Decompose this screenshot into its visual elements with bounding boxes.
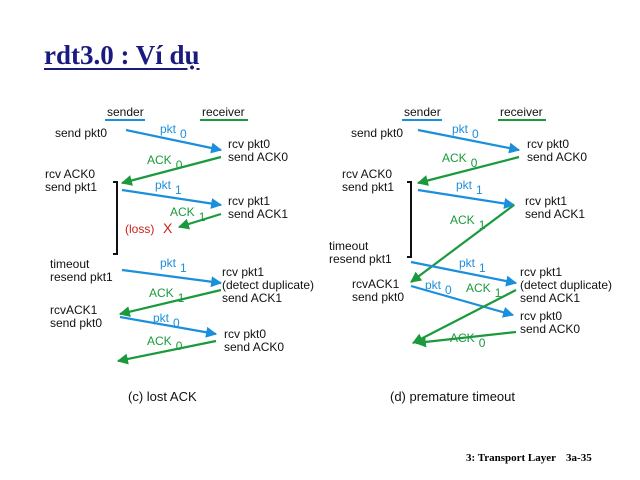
right-arrow-pkt0-second [410,284,515,318]
left-arrow-resend-pkt1 [121,268,223,288]
loss-x-icon: X [163,220,173,236]
panel-premature-timeout: sender receiver send pkt0 rcv ACK0 send … [329,105,612,404]
left-receiver-event: send ACK0 [228,150,288,164]
slide-footer: 3: Transport Layer 3a-35 [466,452,592,464]
left-arrow-ack0 [120,155,222,186]
slide-title: rdt3.0 : Ví dụ [44,40,200,70]
right-sender-event: send pkt0 [352,290,404,304]
left-receiver-event: rcv pkt0 [224,327,266,341]
right-arrow-duplicate-ack1 [412,289,517,344]
right-sender-event: send pkt0 [351,126,403,140]
left-receiver-event: send ACK1 [222,291,282,305]
right-sender-event: timeout [329,239,369,253]
left-receiver-event: send ACK1 [228,207,288,221]
right-receiver-event: rcv pkt0 [527,137,569,151]
left-arrow-ack0-second [116,339,217,365]
right-receiver-event: send ACK0 [527,150,587,164]
right-receiver-event: send ACK1 [520,291,580,305]
right-arrow-resend-pkt1 [410,260,518,287]
left-sender-event: send pkt1 [45,180,97,194]
panel-lost-ack: sender receiver send pkt0 rcv ACK0 send … [45,105,314,404]
right-sender-event: rcv ACK0 [342,167,392,181]
left-receiver-event: rcv pkt0 [228,137,270,151]
right-receiver-event: send ACK1 [525,207,585,221]
right-arrow-pkt0 [417,128,521,154]
left-sender-event: timeout [50,257,90,271]
left-receiver-event: send ACK0 [224,340,284,354]
footer-page-number: 3a-35 [566,452,592,464]
left-sender-event: resend pkt1 [50,270,113,284]
right-receiver-event: send ACK0 [520,322,580,336]
right-arrow-pkt1 [417,188,516,209]
right-sender-header: sender [404,105,441,119]
left-arrow-pkt1 [121,188,223,209]
right-sender-event: send pkt1 [342,180,394,194]
right-caption: (d) premature timeout [390,389,515,404]
left-sender-event: send pkt0 [55,126,107,140]
right-receiver-event: rcv pkt1 [525,194,567,208]
left-caption: (c) lost ACK [128,389,197,404]
left-arrow-pkt0-second [119,315,218,338]
left-receiver-header: receiver [202,105,245,119]
left-sender-header: sender [107,105,144,119]
right-sender-event: resend pkt1 [329,252,392,266]
left-receiver-event: rcv pkt1 [228,194,270,208]
right-sender-event: rcvACK1 [352,277,400,291]
right-receiver-event: rcv pkt0 [520,309,562,323]
left-arrow-ack1-lost [177,212,222,230]
right-arrow-ack0-second [414,330,517,348]
right-receiver-event: (detect duplicate) [520,278,612,292]
left-sender-event: rcv ACK0 [45,167,95,181]
left-receiver-event: rcv pkt1 [222,265,264,279]
right-arrow-ack0 [416,155,520,186]
right-timeout-bracket [407,181,412,258]
right-receiver-header: receiver [500,105,543,119]
left-timeout-bracket [113,181,118,255]
right-arrow-ack1-delayed [410,204,515,283]
left-arrow-ack1 [118,288,222,318]
right-receiver-event: rcv pkt1 [520,265,562,279]
left-receiver-event: (detect duplicate) [222,278,314,292]
left-arrow-pkt0 [125,128,223,154]
left-sender-event: rcvACK1 [50,303,98,317]
footer-chapter: 3: Transport Layer [466,452,557,464]
loss-label: (loss) [125,222,154,236]
left-sender-event: send pkt0 [50,316,102,330]
